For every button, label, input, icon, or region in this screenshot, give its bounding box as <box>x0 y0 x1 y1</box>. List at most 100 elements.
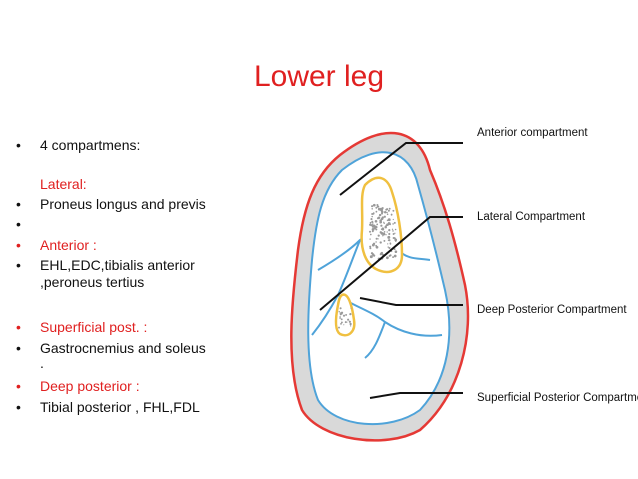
marrow-dot <box>339 307 342 310</box>
marrow-dot <box>369 247 372 250</box>
list-item-text: ,peroneus tertius <box>40 274 145 290</box>
list-item-text: Superficial post. : <box>40 319 148 335</box>
marrow-dot <box>340 311 344 314</box>
marrow-dot <box>372 222 374 224</box>
list-item-text: . <box>40 355 44 371</box>
marrow-dot <box>343 324 345 326</box>
intermuscular-septum <box>364 321 386 359</box>
marrow-dot <box>391 228 394 230</box>
marrow-dot <box>371 220 374 223</box>
marrow-dot <box>371 215 373 218</box>
bullet-marker: • <box>16 216 21 232</box>
marrow-dot <box>377 207 381 211</box>
marrow-dot <box>377 238 379 240</box>
marrow-dot <box>371 255 373 257</box>
marrow-dot <box>340 318 343 321</box>
marrow-dot <box>388 232 391 236</box>
marrow-dot <box>394 228 397 231</box>
marrow-dot <box>392 233 395 235</box>
label-lateral-compartment: Lateral Compartment <box>477 211 586 223</box>
marrow-dot <box>393 221 396 224</box>
marrow-dot <box>369 245 372 248</box>
marrow-dot <box>377 205 380 208</box>
bullet-marker: • <box>16 378 21 394</box>
marrow-dot <box>338 326 340 329</box>
marrow-dot <box>383 215 386 218</box>
marrow-dot <box>349 325 352 327</box>
marrow-dot <box>342 314 346 317</box>
marrow-dot <box>375 225 377 228</box>
marrow-dot <box>345 313 348 316</box>
marrow-dot <box>386 223 389 226</box>
marrow-dot <box>392 209 395 212</box>
marrow-dot <box>375 244 377 247</box>
list-item-text: 4 compartmens: <box>40 137 141 153</box>
marrow-dot <box>379 220 383 224</box>
marrow-dot <box>380 232 384 235</box>
marrow-dot <box>387 209 390 212</box>
list-item-text: EHL,EDC,tibialis anterior <box>40 257 195 273</box>
marrow-dot <box>382 235 384 237</box>
marrow-dot <box>381 228 384 231</box>
marrow-dot <box>392 223 394 225</box>
marrow-dot <box>383 239 386 242</box>
marrow-dot <box>372 203 376 207</box>
marrow-dot <box>376 223 379 226</box>
marrow-dot <box>344 321 347 324</box>
list-item-text: Gastrocnemius and soleus <box>40 340 206 356</box>
marrow-dot <box>390 213 393 216</box>
marrow-dot <box>392 218 394 221</box>
marrow-dot <box>340 321 343 324</box>
marrow-dot <box>371 212 374 216</box>
fibula-bone <box>334 293 356 337</box>
marrow-dot <box>374 219 378 223</box>
bullet-marker: • <box>16 196 21 212</box>
marrow-dot <box>394 232 396 234</box>
marrow-dot <box>371 227 375 231</box>
marrow-dot <box>394 250 398 253</box>
marrow-dot <box>349 312 352 316</box>
leader-lines <box>319 142 463 399</box>
marrow-dot <box>372 212 375 214</box>
page-title: Lower leg <box>253 60 385 93</box>
marrow-dot <box>369 233 372 236</box>
marrow-dot <box>383 211 387 214</box>
marrow-dot <box>375 210 378 213</box>
marrow-dot <box>392 230 394 232</box>
marrow-dot <box>347 318 350 321</box>
lower-leg-cross-section-diagram: Anterior compartment Lateral Compartment… <box>290 127 638 442</box>
marrow-dot <box>379 207 383 211</box>
marrow-dot <box>371 223 373 226</box>
list-item-text: Deep posterior : <box>40 378 140 394</box>
marrow-dot <box>375 228 378 231</box>
label-anterior-compartment: Anterior compartment <box>477 127 588 139</box>
marrow-dot <box>339 313 342 316</box>
marrow-dot <box>380 210 384 214</box>
list-item-text: Anterior : <box>40 237 97 253</box>
fascia-boundary <box>307 151 451 426</box>
marrow-dot <box>375 237 378 240</box>
marrow-dot <box>346 321 348 323</box>
marrow-dot <box>369 221 372 224</box>
marrow-dot <box>388 246 391 250</box>
marrow-dot <box>372 224 376 228</box>
list-item-text: Lateral: <box>40 176 87 192</box>
marrow-dot <box>395 240 397 242</box>
marrow-dot <box>375 206 378 209</box>
marrow-dot <box>340 323 342 325</box>
bullet-marker: • <box>16 237 21 253</box>
marrow-dot <box>375 241 377 243</box>
marrow-dot <box>385 234 387 236</box>
marrow-dot <box>370 218 373 221</box>
marrow-dot <box>378 213 382 217</box>
bone-marrow-texture <box>338 203 398 329</box>
list-item-text: Proneus longus and previs <box>40 196 206 212</box>
marrow-dot <box>386 211 388 214</box>
marrow-dot <box>387 246 389 248</box>
marrow-dot <box>339 312 342 314</box>
marrow-dot <box>387 218 391 222</box>
label-deep-posterior-compartment: Deep Posterior Compartment <box>477 304 627 316</box>
marrow-dot <box>385 208 388 211</box>
marrow-dot <box>381 251 383 254</box>
marrow-dot <box>371 243 375 247</box>
